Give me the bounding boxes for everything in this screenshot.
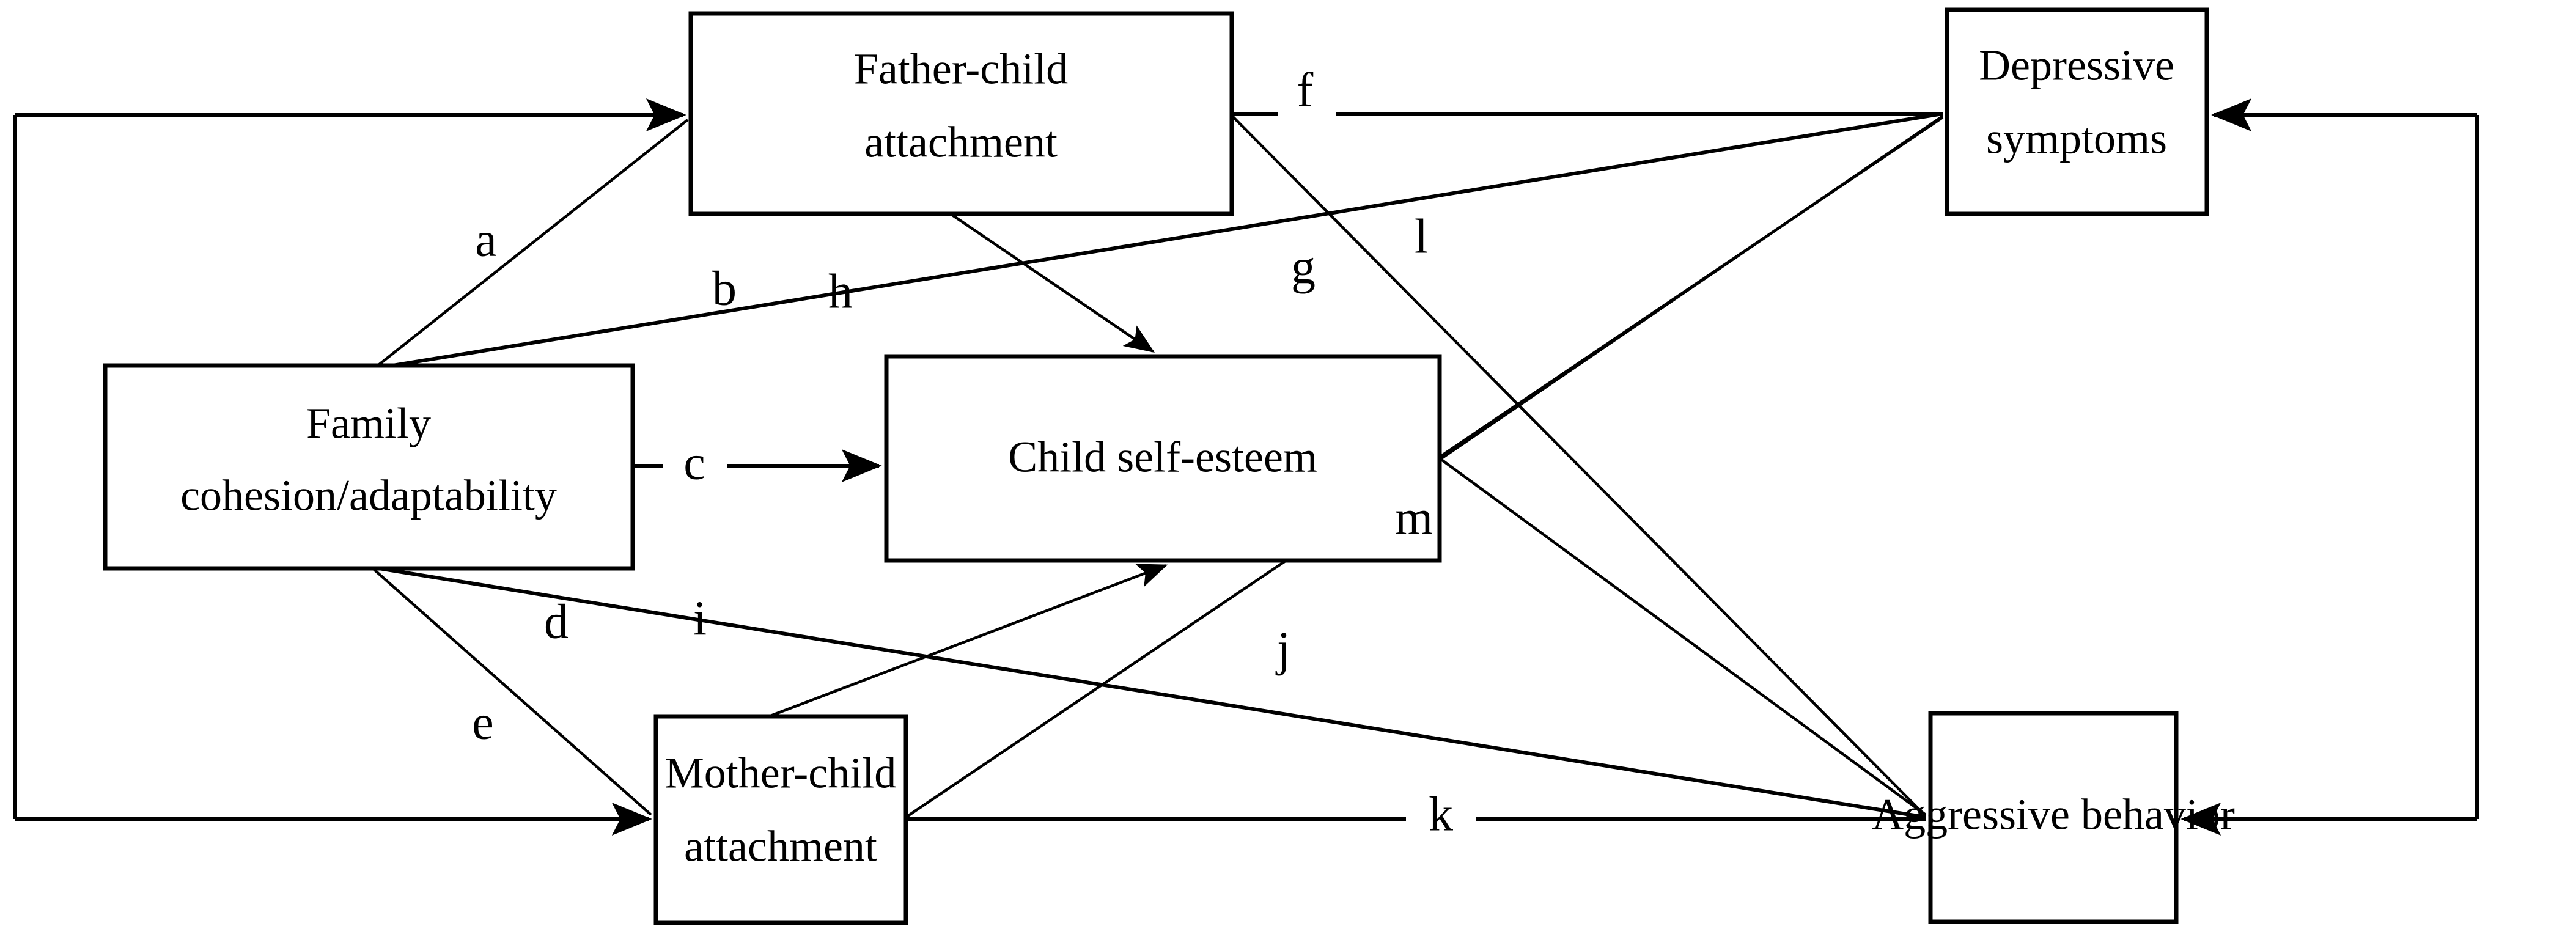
node-child-self-esteem[interactable]: Child self-esteem [884, 354, 1442, 563]
path-label-k: k [1429, 787, 1453, 841]
edge-b [385, 112, 1943, 369]
node-label-father-child-line2: attachment [864, 118, 1058, 167]
path-label-g: g [1291, 240, 1316, 294]
node-label-mother-child-line1: Mother-child [665, 749, 896, 798]
node-aggressive-behavior[interactable]: Aggressive behavior [1872, 711, 2235, 924]
edge-a [377, 119, 689, 367]
node-box-family[interactable] [103, 363, 635, 571]
path-label-a: a [475, 213, 497, 266]
node-mother-child-attachment[interactable]: Mother-child attachment [653, 714, 908, 925]
node-depressive-symptoms[interactable]: Depressive symptoms [1945, 7, 2209, 216]
path-label-f: f [1297, 63, 1314, 117]
edge-l [1440, 115, 1944, 460]
node-label-mother-child-line2: attachment [684, 822, 877, 871]
path-label-i: i [693, 592, 707, 645]
node-label-family-line1: Family [306, 399, 431, 448]
path-label-e: e [472, 696, 494, 749]
node-box-father-child[interactable] [688, 11, 1234, 216]
edge-g [1231, 115, 1927, 817]
path-label-h: h [828, 265, 853, 318]
edge-feedback-right [2180, 98, 2479, 836]
node-label-aggressive: Aggressive behavior [1872, 790, 2235, 839]
path-label-m: m [1395, 491, 1433, 545]
path-label-d: d [544, 595, 569, 649]
path-label-c: c [683, 436, 705, 490]
node-family-cohesion[interactable]: Family cohesion/adaptability [103, 363, 635, 571]
edge-d [378, 567, 1926, 819]
edge-m [1440, 458, 1927, 816]
node-label-self-esteem: Child self-esteem [1008, 433, 1317, 482]
edge-h [949, 213, 1155, 353]
edge-e [373, 568, 652, 816]
node-label-depressive-line2: symptoms [1986, 114, 2167, 163]
path-label-l: l [1415, 210, 1428, 263]
node-box-aggressive[interactable] [1928, 711, 2179, 924]
node-box-depressive[interactable] [1945, 7, 2209, 216]
edge-i [768, 564, 1168, 718]
node-label-family-line2: cohesion/adaptability [180, 471, 557, 520]
path-label-j: j [1275, 622, 1290, 676]
node-box-mother-child[interactable] [653, 714, 908, 925]
node-father-child-attachment[interactable]: Father-child attachment [688, 11, 1234, 216]
node-box-self-esteem[interactable] [884, 354, 1442, 563]
node-label-father-child-line1: Father-child [854, 45, 1068, 94]
edge-feedback-left [13, 98, 686, 836]
node-label-depressive-line1: Depressive [1979, 41, 2174, 90]
path-label-b: b [712, 262, 737, 315]
